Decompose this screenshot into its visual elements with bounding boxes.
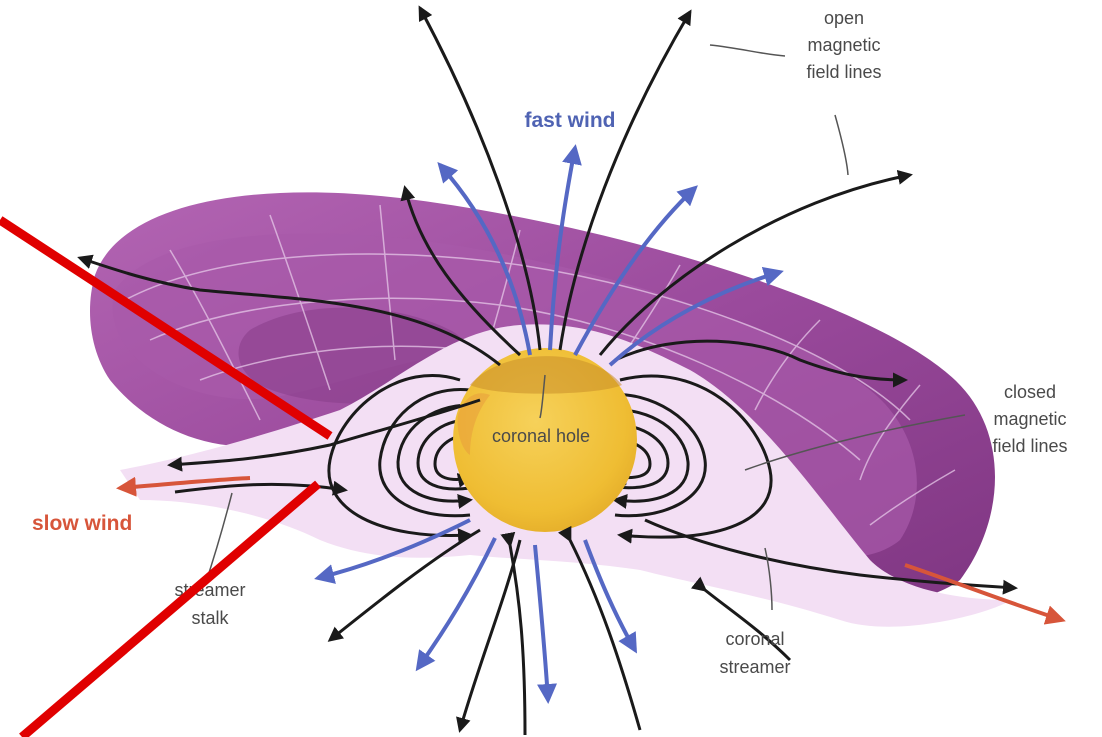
- open-field-label-line3: field lines: [806, 62, 881, 82]
- coronal-streamer-label-line1: coronal: [725, 629, 784, 649]
- closed-field-label-line2: magnetic: [993, 409, 1066, 429]
- coronal-hole-label: coronal hole: [492, 426, 590, 446]
- closed-field-label-line3: field lines: [992, 436, 1067, 456]
- open-field-label-line2: magnetic: [807, 35, 880, 55]
- coronal-streamer-label-line2: streamer: [719, 657, 790, 677]
- closed-field-label-line1: closed: [1004, 382, 1056, 402]
- fast-wind-label: fast wind: [524, 109, 615, 132]
- open-field-label-line1: open: [824, 8, 864, 28]
- slow-wind-label: slow wind: [32, 512, 132, 535]
- streamer-stalk-label-line2: stalk: [191, 608, 229, 628]
